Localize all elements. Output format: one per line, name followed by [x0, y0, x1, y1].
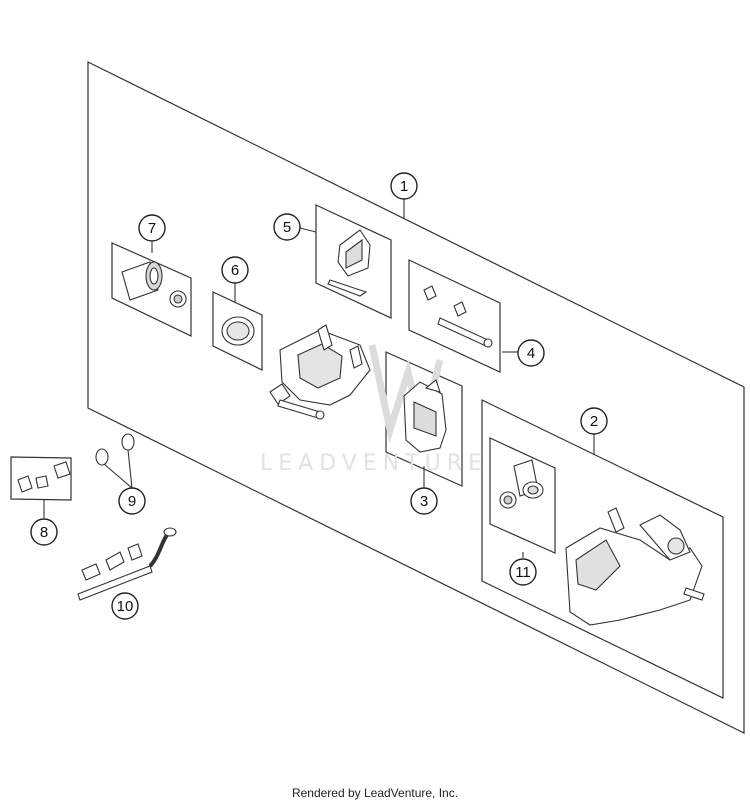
washer-icon — [95, 433, 135, 466]
watermark-text: LEADVENTURE — [260, 451, 488, 476]
caliper-bracket-icon — [565, 507, 705, 626]
panel-7 — [111, 242, 192, 337]
callout-8: 8 — [30, 518, 58, 546]
callout-1: 1 — [390, 172, 418, 200]
brake-hose-icon — [77, 527, 177, 601]
footer-credit: Rendered by LeadVenture, Inc. — [291, 786, 459, 800]
brake-pad-icon — [403, 379, 447, 453]
caliper-assembly-icon — [269, 324, 371, 420]
callout-3: 3 — [410, 487, 438, 515]
piston-small-icon — [499, 459, 544, 509]
panel-11 — [489, 437, 556, 554]
callout-label: 6 — [231, 262, 239, 279]
panel-4 — [408, 259, 501, 373]
callout-label: 9 — [128, 493, 136, 510]
caliper-kit-panel — [481, 399, 724, 699]
panel-8 — [10, 456, 72, 501]
callout-label: 4 — [527, 345, 535, 362]
callout-label: 7 — [148, 220, 156, 237]
callout-label: 2 — [590, 413, 598, 430]
callout-label: 10 — [117, 598, 134, 615]
callout-2: 2 — [580, 407, 608, 435]
callout-label: 5 — [283, 219, 291, 236]
callout-label: 8 — [40, 524, 48, 541]
callout-9: 9 — [118, 487, 146, 515]
callout-6: 6 — [221, 256, 249, 284]
callout-label: 1 — [400, 178, 408, 195]
callout-11: 11 — [509, 558, 537, 586]
seal-ring-icon — [221, 316, 255, 346]
panel-6 — [212, 291, 263, 371]
main-kit-panel — [87, 61, 745, 734]
bracket-part-icon — [327, 229, 371, 297]
pin-part-icon — [423, 285, 493, 348]
bleeder-valve-icon — [17, 461, 71, 493]
callout-10: 10 — [111, 592, 139, 620]
callout-5: 5 — [273, 213, 301, 241]
panel-5 — [315, 204, 392, 319]
callout-7: 7 — [138, 214, 166, 242]
callout-label: 11 — [515, 564, 531, 581]
callout-4: 4 — [517, 339, 545, 367]
piston-part-icon — [121, 261, 187, 308]
callout-label: 3 — [420, 493, 428, 510]
